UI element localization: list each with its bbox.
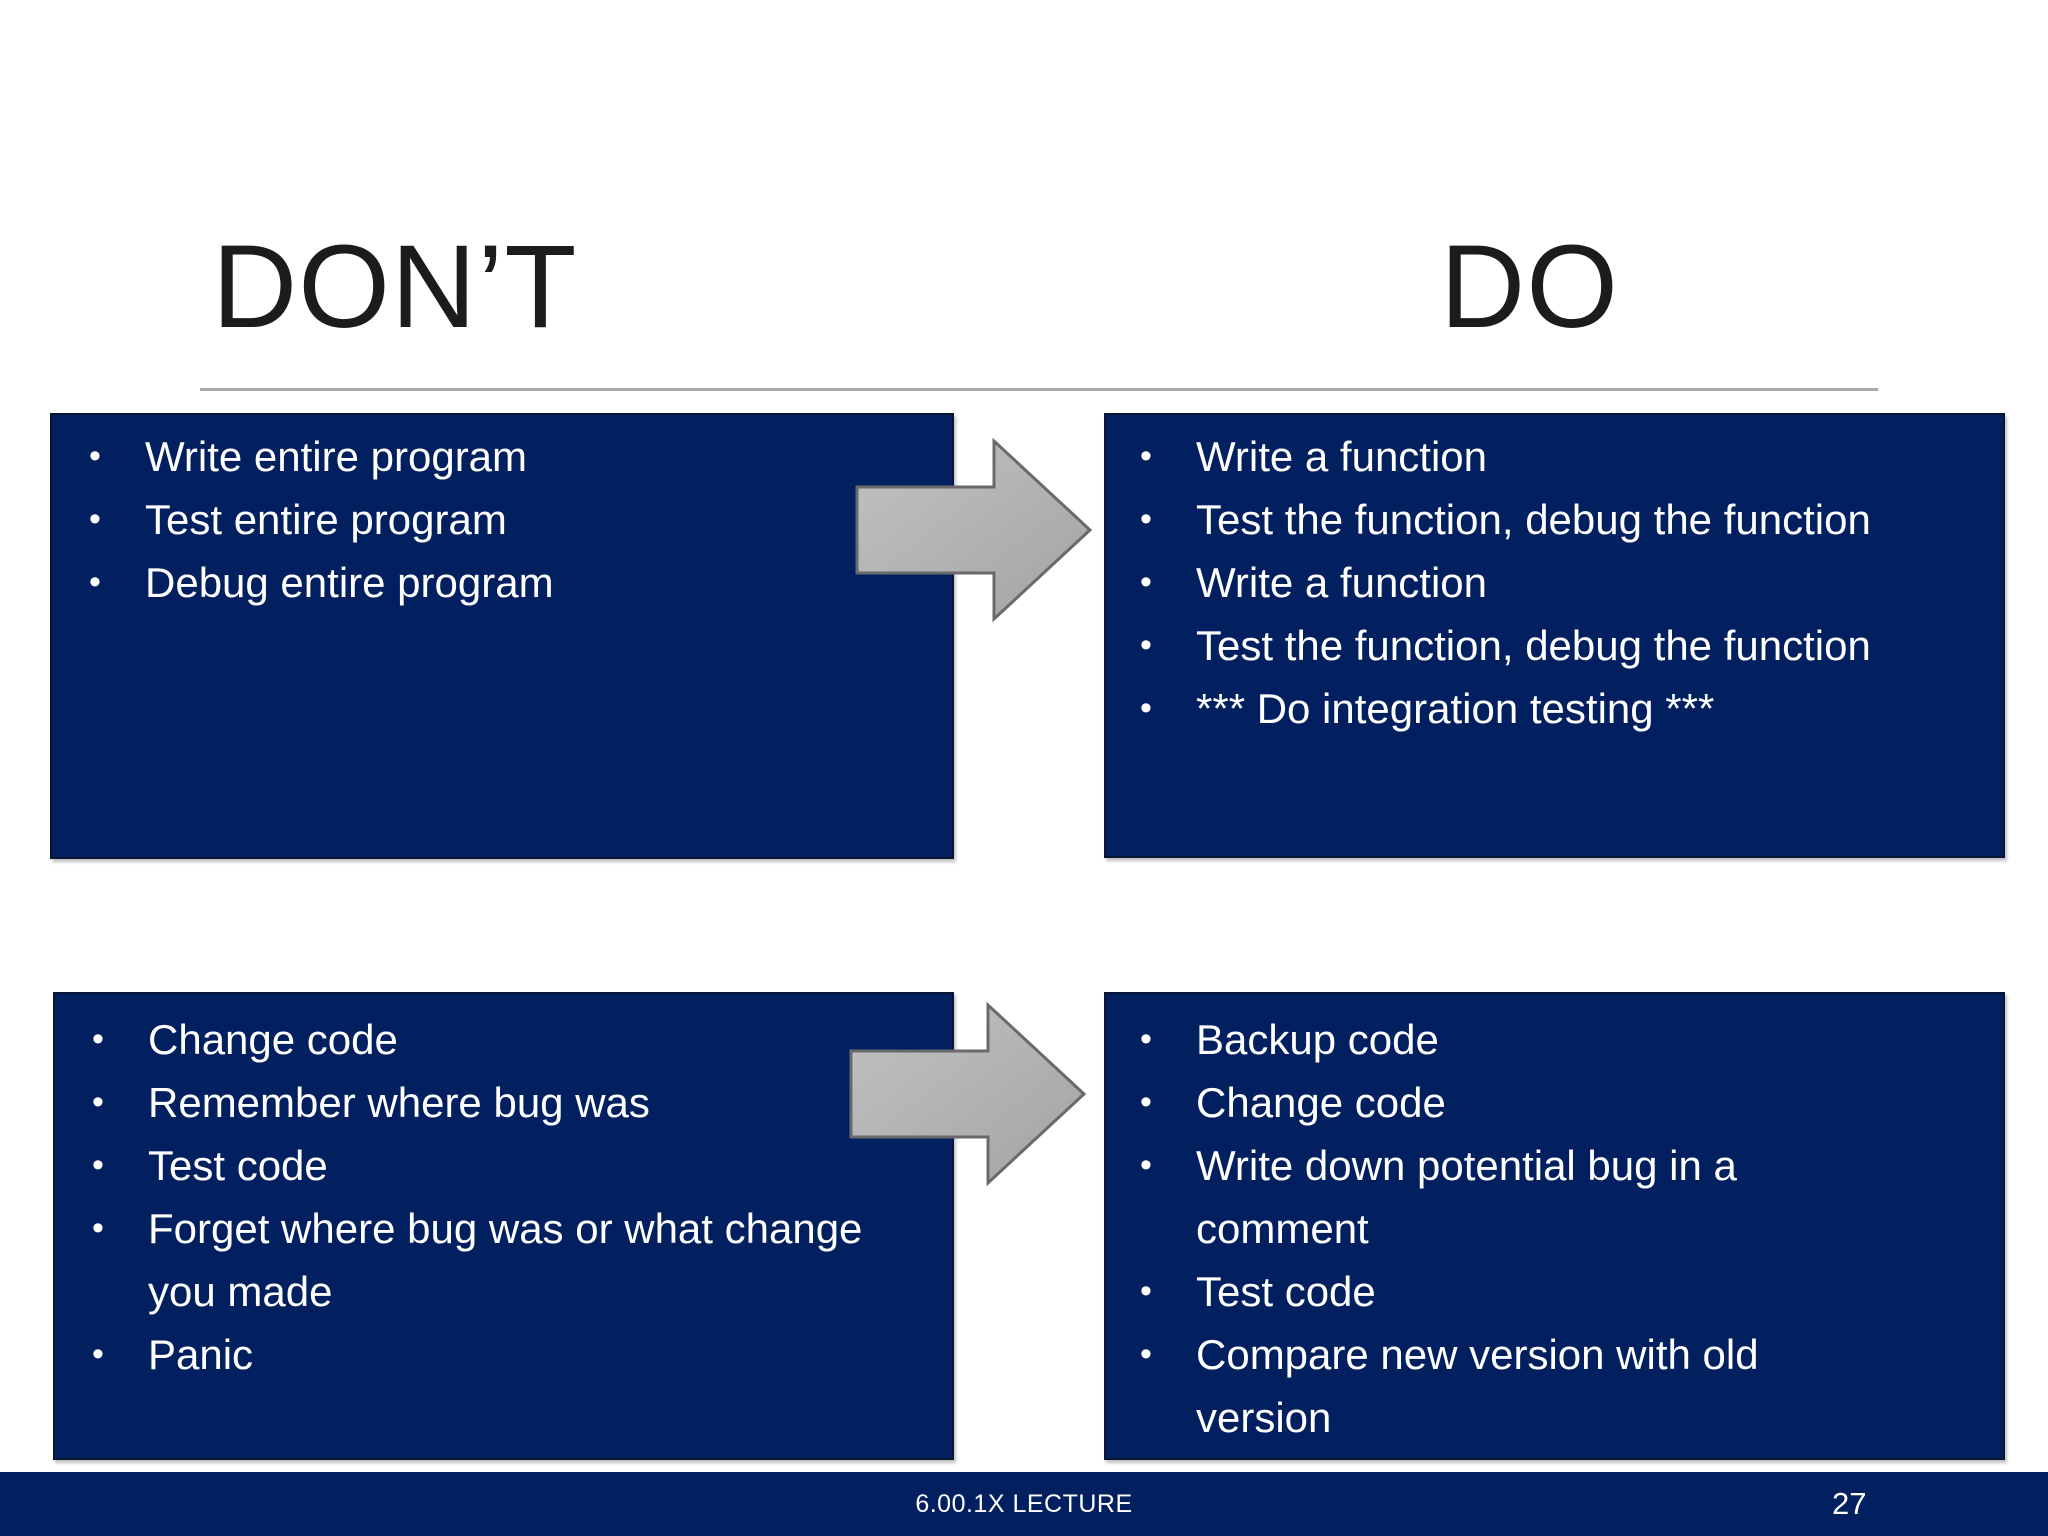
list-item: • Test entire program — [89, 488, 924, 551]
footer-bar: 6.00.1X LECTURE 27 — [0, 1472, 2048, 1536]
bullet-icon: • — [1140, 1272, 1152, 1310]
bullet-icon: • — [92, 1020, 104, 1058]
do-bottom-list: • Backup code • Change code • Write down… — [1106, 994, 2003, 1449]
list-item: • *** Do integration testing *** — [1140, 677, 1895, 740]
dont-title: DON’T — [212, 221, 578, 353]
dont-bottom-list: • Change code • Remember where bug was •… — [55, 994, 952, 1386]
bullet-icon: • — [92, 1335, 104, 1373]
list-item: • Write a function — [1140, 425, 1895, 488]
list-item-text: Remember where bug was — [148, 1079, 650, 1126]
list-item-text: Change code — [148, 1016, 398, 1063]
bullet-icon: • — [1140, 1146, 1152, 1184]
list-item-text: Test code — [148, 1142, 328, 1189]
bullet-icon: • — [1140, 563, 1152, 601]
list-item-text: Test code — [1196, 1268, 1376, 1315]
do-box-top: • Write a function • Test the function, … — [1104, 413, 2005, 858]
list-item: • Write entire program — [89, 425, 924, 488]
list-item: • Backup code — [1140, 1008, 1895, 1071]
list-item-text: *** Do integration testing *** — [1196, 685, 1715, 732]
list-item-text: Test the function, debug the function — [1196, 496, 1871, 543]
list-item: • Write a function — [1140, 551, 1895, 614]
bullet-icon: • — [1140, 437, 1152, 475]
right-arrow-icon — [849, 1001, 1087, 1187]
bullet-icon: • — [89, 437, 101, 475]
right-arrow-icon — [855, 437, 1093, 623]
list-item: • Test the function, debug the function — [1140, 488, 1895, 551]
list-item: • Write down potential bug in a comment — [1140, 1134, 1895, 1260]
bullet-icon: • — [1140, 1335, 1152, 1373]
list-item: • Test the function, debug the function — [1140, 614, 1895, 677]
list-item: • Panic — [92, 1323, 924, 1386]
list-item-text: Write a function — [1196, 559, 1488, 606]
bullet-icon: • — [1140, 626, 1152, 664]
list-item-text: Forget where bug was or what change you … — [148, 1205, 863, 1315]
list-item: • Change code — [92, 1008, 924, 1071]
dont-box-top: • Write entire program • Test entire pro… — [50, 413, 954, 859]
bullet-icon: • — [1140, 689, 1152, 727]
bullet-icon: • — [1140, 1083, 1152, 1121]
list-item: • Test code — [1140, 1260, 1895, 1323]
do-title: DO — [1440, 221, 1619, 353]
list-item-text: Write a function — [1196, 433, 1488, 480]
list-item-text: Compare new version with old version — [1196, 1331, 1759, 1441]
list-item-text: Panic — [148, 1331, 254, 1378]
list-item: • Debug entire program — [89, 551, 924, 614]
list-item-text: Test the function, debug the function — [1196, 622, 1871, 669]
list-item-text: Change code — [1196, 1079, 1446, 1126]
list-item: • Forget where bug was or what change yo… — [92, 1197, 924, 1323]
list-item-text: Test entire program — [145, 496, 507, 543]
list-item-text: Backup code — [1196, 1016, 1439, 1063]
list-item: • Compare new version with old version — [1140, 1323, 1895, 1449]
list-item: • Remember where bug was — [92, 1071, 924, 1134]
bullet-icon: • — [92, 1146, 104, 1184]
dont-top-list: • Write entire program • Test entire pro… — [52, 415, 952, 614]
bullet-icon: • — [92, 1083, 104, 1121]
bullet-icon: • — [1140, 1020, 1152, 1058]
list-item: • Test code — [92, 1134, 924, 1197]
bullet-icon: • — [89, 563, 101, 601]
list-item-text: Debug entire program — [145, 559, 554, 606]
list-item-text: Write down potential bug in a comment — [1196, 1142, 1737, 1252]
title-underline — [200, 388, 1878, 391]
list-item-text: Write entire program — [145, 433, 528, 480]
slide-number: 27 — [1832, 1486, 1867, 1521]
bullet-icon: • — [1140, 500, 1152, 538]
do-box-bottom: • Backup code • Change code • Write down… — [1104, 992, 2005, 1460]
footer-lecture-label: 6.00.1X LECTURE — [915, 1490, 1133, 1518]
list-item: • Change code — [1140, 1071, 1895, 1134]
bullet-icon: • — [89, 500, 101, 538]
do-top-list: • Write a function • Test the function, … — [1106, 415, 2003, 740]
bullet-icon: • — [92, 1209, 104, 1247]
dont-box-bottom: • Change code • Remember where bug was •… — [53, 992, 954, 1460]
